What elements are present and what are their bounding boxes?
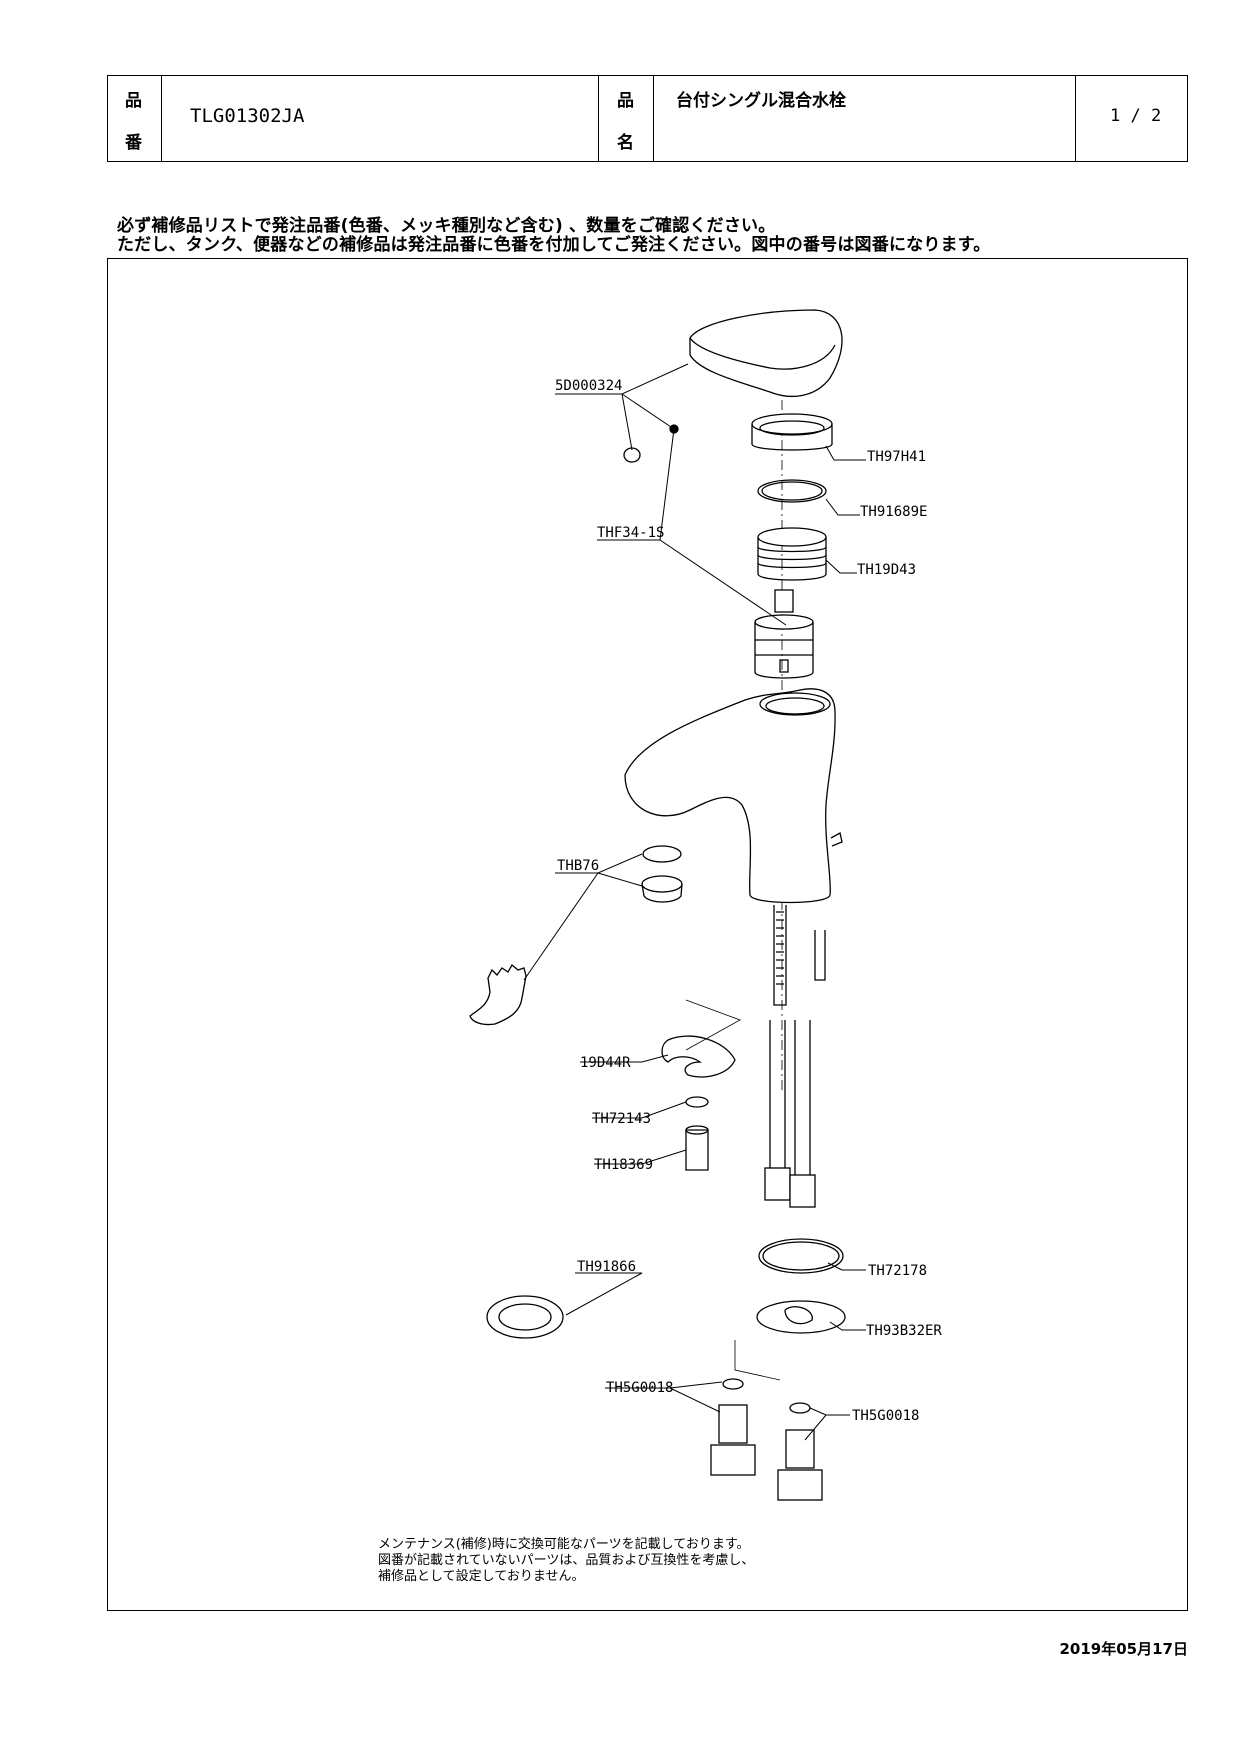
maintenance-note-line-1: メンテナンス(補修)時に交換可能なパーツを記載しております。 [378,1536,750,1552]
adapter-left [710,1378,756,1476]
part-label: TH91689E [860,504,927,520]
part-label: THF34-1S [597,525,664,541]
part-number: TLG01302JA [190,105,305,127]
title-block: 品 番 TLG01302JA 品 名 台付シングル混合水栓 1 / 2 [107,75,1188,162]
part-label: TH5G0018 [852,1408,919,1424]
part-label: TH18369 [594,1157,653,1173]
product-name-cell: 台付シングル混合水栓 [654,76,1076,161]
fixing-plate [756,1300,846,1334]
name-label-1: 品 [617,91,634,111]
small-washer [685,1096,709,1108]
part-label: 5D000324 [555,378,622,394]
gasket-ring [758,1238,844,1274]
horseshoe-washer [661,1035,736,1078]
product-name: 台付シングル混合水栓 [676,91,846,111]
part-labels: 5D000324 TH97H41 TH91689E THF34-1S TH19D… [555,378,942,1424]
part-label: TH93B32ER [866,1323,942,1339]
o-ring-part [757,479,827,503]
adapter-right [777,1402,823,1501]
name-label-cell: 品 名 [599,76,654,161]
part-no-label-2: 番 [125,133,142,153]
diagram-frame [107,258,1188,1611]
part-label: TH19D43 [857,562,916,578]
aerator-key-tool [469,964,527,1026]
part-label: TH91866 [577,1259,636,1275]
part-label: TH5G0018 [606,1380,673,1396]
part-no-label-cell: 品 番 [108,76,162,161]
set-screw-part [623,424,679,463]
faucet-body [624,688,843,904]
part-label: TH72178 [868,1263,927,1279]
maintenance-note-line-2: 図番が記載されていないパーツは、品質および互換性を考慮し、 [378,1552,754,1568]
part-label: TH72143 [592,1111,651,1127]
lever-handle [689,309,843,398]
part-label: THB76 [557,858,599,874]
instruction-line-1: 必ず補修品リストで発注品番(色番、メッキ種別など含む) 、数量をご確認ください。 [117,216,776,236]
base-gasket [486,1295,564,1339]
page-indicator: 1 / 2 [1110,106,1162,126]
long-hex-nut [685,1125,709,1171]
part-label: TH97H41 [867,449,926,465]
aerator-part [641,845,683,903]
cartridge-part [754,589,814,679]
part-no-label-1: 品 [125,91,142,111]
threaded-nut-part [757,527,827,581]
mounting-stud-and-hoses [764,905,826,1208]
issue-date: 2019年05月17日 [1059,1640,1189,1658]
maintenance-note: メンテナンス(補修)時に交換可能なパーツを記載しております。 図番が記載されてい… [378,1536,754,1584]
leader-lines [523,363,866,1441]
instruction-line-2: ただし、タンク、便器などの補修品は発注品番に色番を付加してご発注ください。図中の… [117,235,991,255]
part-label: 19D44R [580,1055,631,1071]
maintenance-note-line-3: 補修品として設定しておりません。 [378,1568,584,1584]
decorative-cap-ring [751,413,833,451]
part-no-cell: TLG01302JA [162,76,599,161]
name-label-2: 名 [617,133,634,153]
